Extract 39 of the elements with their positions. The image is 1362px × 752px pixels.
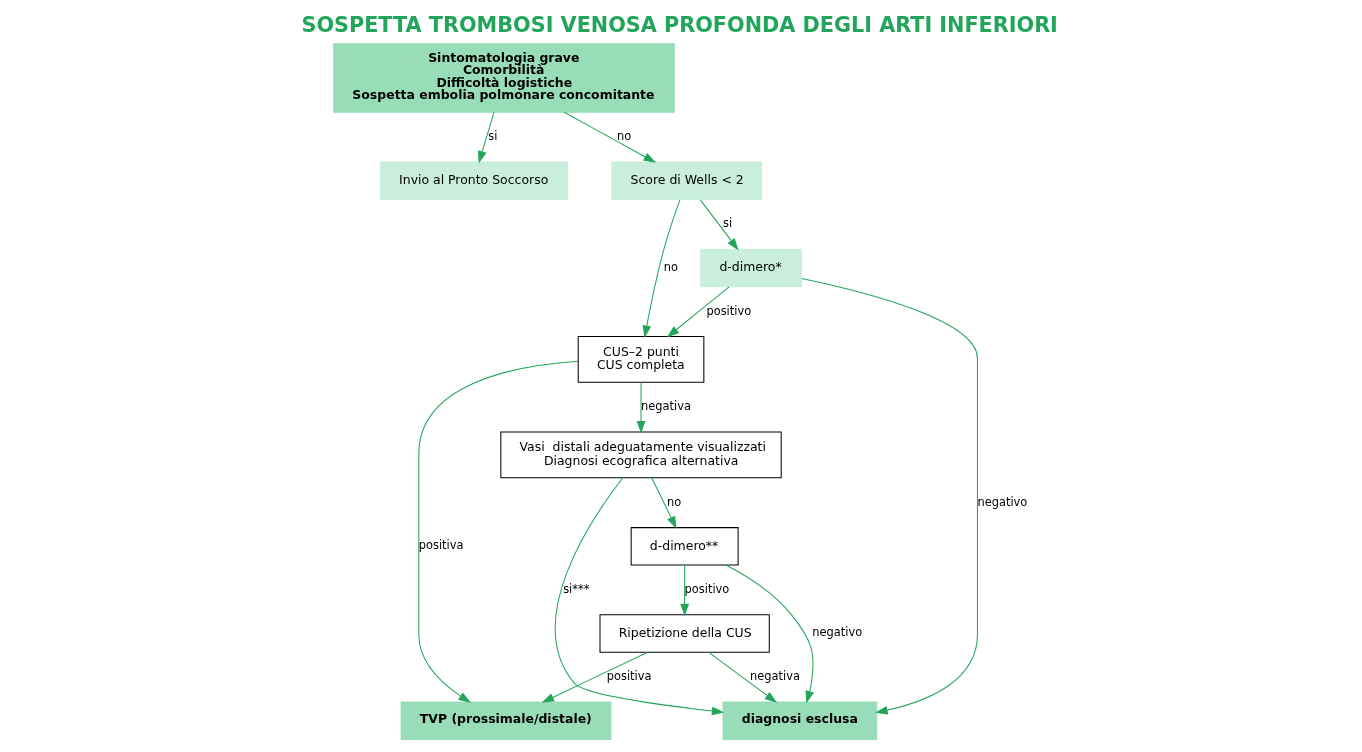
arrow [666,286,730,338]
edge-label: si [488,129,498,144]
arrow [699,199,739,251]
arrow [563,111,656,163]
node-box: d-dimero* [700,248,802,288]
node-box: Invio al Pronto Soccorso [379,161,568,200]
arrow [554,477,725,716]
edge-label: positiva [606,669,652,684]
arrow [642,199,681,338]
edge-label: positivo [706,303,752,318]
node-box: Score di Wells < 2 [611,161,762,200]
edge-label: negativo [812,625,863,640]
node-box: Vasi distali adeguatamente visualizzati Diagnosi ecografica alternativa [500,431,782,479]
node-box: diagnosi esclusa [722,701,878,740]
edge-label: no [617,129,632,144]
arrow [708,651,778,703]
node-box: CUS–2 punti CUS completa [577,336,705,383]
edge-label: si [723,216,733,231]
diagram-title: SOSPETTA TROMBOSI VENOSA PROFONDA DEGLI ARTI INFERIORI [301,13,1058,38]
arrow [418,360,579,703]
node-box: d-dimero** [630,527,739,566]
edge-label: negativo [977,494,1028,509]
node-box: TVP (prossimale/distale) [400,701,612,740]
edge-label: positiva [418,538,464,553]
node-box: Sintomatologia grave Comorbilità Difficoltà logistiche Sospetta embolia polmonare concomitante [333,43,675,113]
arrow [478,111,495,164]
edge-label: negativa [641,399,691,414]
node-box: Ripetizione della CUS [599,614,770,653]
arrow [680,564,689,617]
edge-label: si*** [563,581,590,596]
arrow [801,277,978,715]
edge-label: positivo [684,581,730,596]
arrow [636,382,646,434]
arrow [541,651,648,703]
edge-label: no [663,259,679,274]
edge-label: no [666,494,682,509]
arrow [725,564,814,704]
edge-label: negativa [750,669,800,684]
arrow [651,477,677,529]
